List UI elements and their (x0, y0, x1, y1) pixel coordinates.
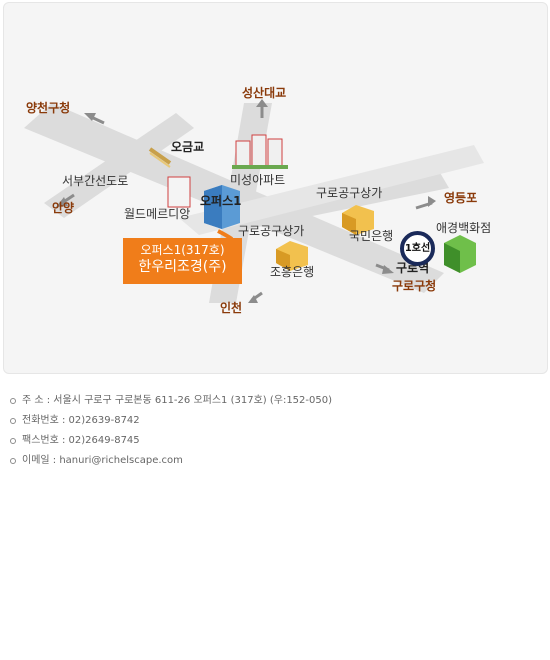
bullet-icon (10, 398, 16, 404)
label-guro-office: 구로구청 (392, 279, 437, 293)
office-callout-line1: 오퍼스1(317호) (140, 243, 225, 257)
label-aekyung: 애경백화점 (436, 221, 492, 235)
label-guro-mall-2: 구로공구상가 (238, 224, 305, 238)
map-roads (24, 99, 484, 303)
label-ogeumgyo: 오금교 (171, 140, 205, 154)
label-yeongdeungpo: 영등포 (444, 191, 478, 205)
contact-address-text: 주 소 : 서울시 구로구 구로본동 611-26 오퍼스1 (317호) (우… (22, 395, 333, 406)
contact-phone-text: 전화번호 : 02)2639-8742 (22, 415, 140, 426)
label-seongsan: 성산대교 (242, 86, 287, 100)
mall-icon-2 (276, 241, 308, 271)
contact-phone: 전화번호 : 02)2639-8742 (10, 413, 332, 433)
label-anyang: 안양 (52, 201, 75, 215)
label-chohung: 조흥은행 (270, 265, 315, 279)
anyang-road (44, 113, 194, 218)
label-seobu: 서부간선도로 (62, 174, 129, 188)
arrow-heads (56, 99, 436, 303)
label-yangcheon: 양천구청 (26, 101, 71, 115)
label-guro-mall-1: 구로공구상가 (316, 186, 383, 200)
bridge-icon (148, 147, 172, 168)
label-kookmin: 국민은행 (349, 229, 394, 243)
contact-info: 주 소 : 서울시 구로구 구로본동 611-26 오퍼스1 (317호) (우… (10, 393, 332, 473)
office-building-icon (204, 185, 240, 229)
contact-fax-text: 팩스번호 : 02)2649-8745 (22, 435, 140, 446)
office-callout: 오퍼스1(317호) 한우리조경(주) (123, 238, 242, 284)
guro-road (179, 145, 484, 235)
bullet-icon (10, 418, 16, 424)
contact-fax: 팩스번호 : 02)2649-8745 (10, 433, 332, 453)
label-worldmeridian: 월드메르디앙 (124, 207, 191, 221)
department-store-icon (444, 235, 476, 273)
label-mison: 미성아파트 (230, 173, 286, 187)
mall-icon-1 (342, 205, 374, 235)
line1-station-badge: 1호선 (400, 231, 435, 266)
apartment-icon (232, 134, 288, 169)
label-incheon: 인천 (220, 301, 243, 315)
contact-address: 주 소 : 서울시 구로구 구로본동 611-26 오퍼스1 (317호) (우… (10, 393, 332, 413)
bullet-icon (10, 438, 16, 444)
bullet-icon (10, 458, 16, 464)
worldmeridian-building-icon (167, 176, 191, 208)
label-office: 오퍼스1 (200, 194, 242, 208)
contact-email: 이메일 : hanuri@richelscape.com (10, 453, 332, 473)
location-map: 양천구청 성산대교 오금교 미성아파트 서부간선도로 안양 월드메르디앙 오퍼스… (3, 2, 548, 374)
contact-email-text: 이메일 : hanuri@richelscape.com (22, 455, 183, 466)
office-callout-line2: 한우리조경(주) (138, 259, 227, 275)
